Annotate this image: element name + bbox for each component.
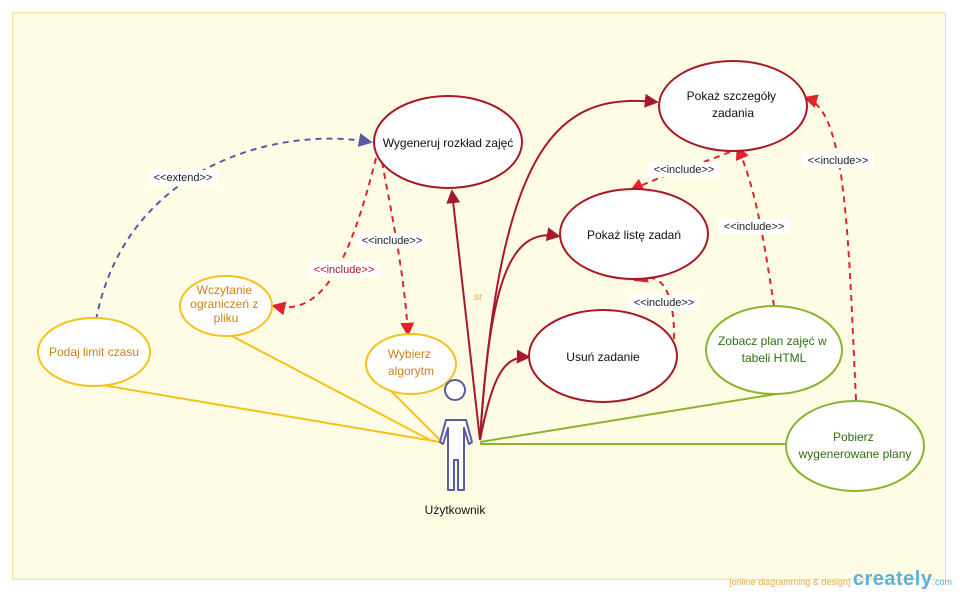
assoc-view-html-plan	[479, 393, 777, 443]
footer-branding: [online diagramming & design] creately.c…	[729, 568, 952, 591]
usecase-load-constraints[interactable]: Wczytanie ograniczeń z pliku	[179, 275, 273, 337]
associations	[95, 93, 790, 445]
usecase-show-task-list[interactable]: Pokaż listę zadań	[559, 188, 709, 280]
svg-text:<<include>>: <<include>>	[654, 164, 715, 176]
usecase-view-html-plan[interactable]: Zobacz plan zajęć w tabeli HTML	[705, 305, 843, 395]
svg-text:Usuń zadanie: Usuń zadanie	[566, 350, 640, 364]
footer-brand: creately	[852, 568, 933, 590]
include-label-load-constraints: <<include>>	[308, 262, 380, 277]
svg-text:<<include>>: <<include>>	[724, 221, 785, 233]
actor-body	[439, 419, 473, 491]
footer-tld: .com	[932, 577, 952, 587]
extend-label: <<extend>>	[148, 170, 218, 185]
include-arrow-load-constraints	[271, 157, 377, 316]
actor-name: Użytkownik	[425, 503, 487, 517]
svg-text:Pobierz wygenerowane p: Pobierz wygenerowane plany	[798, 430, 912, 461]
include-label-choose-algorithm: <<include>>	[356, 233, 428, 248]
actor-head	[444, 379, 466, 401]
include-arrow-download-to-details	[803, 94, 857, 401]
svg-text:Zobacz plan zajęć w ta: Zobacz plan zajęć w tabeli HTML	[718, 334, 830, 365]
assoc-load-constraints	[227, 333, 431, 441]
usecase-generate-schedule[interactable]: Wygeneruj rozkład zajęć	[373, 95, 523, 189]
assoc-delete-task	[479, 349, 531, 441]
svg-text:Pokaż szczegóły zadani: Pokaż szczegóły zadania	[687, 89, 780, 120]
svg-text:Wygeneruj rozkład zajęć: Wygeneruj rozkład zajęć	[383, 136, 514, 150]
include-label-html-to-details: <<include>>	[718, 219, 790, 234]
relation-labels: <<extend>> <<include>> <<include>> <<inc…	[148, 153, 874, 310]
svg-text:<<include>>: <<include>>	[314, 264, 375, 276]
stray-label: sr	[474, 292, 483, 303]
svg-text:Wybierz algorytm: Wybierz algorytm	[388, 347, 435, 378]
svg-text:<<include>>: <<include>>	[362, 235, 423, 247]
usecase-show-task-details[interactable]: Pokaż szczegóły zadania	[658, 60, 808, 152]
include-arrow-html-to-details	[735, 145, 775, 307]
footer-tagline: [online diagramming & design]	[729, 577, 851, 587]
assoc-generate-schedule	[446, 189, 481, 441]
include-arrow-choose-algorithm	[381, 161, 415, 337]
assoc-show-task-list	[479, 227, 561, 441]
use-cases: Wygeneruj rozkład zajęć Pokaż szczegóły …	[37, 60, 925, 492]
assoc-set-time-limit	[95, 383, 441, 443]
include-label-download-to-details: <<include>>	[802, 153, 874, 168]
include-label-delete-to-list: <<include>>	[628, 295, 700, 310]
usecase-set-time-limit[interactable]: Podaj limit czasu	[37, 317, 151, 387]
extend-arrow	[95, 133, 373, 321]
svg-text:Pokaż listę zadań: Pokaż listę zadań	[587, 228, 681, 242]
usecase-download-plans[interactable]: Pobierz wygenerowane plany	[785, 400, 925, 492]
svg-text:Podaj limit czasu: Podaj limit czasu	[49, 345, 139, 359]
include-label-list-to-details: <<include>>	[648, 162, 720, 177]
svg-text:<<include>>: <<include>>	[634, 297, 695, 309]
svg-text:<<extend>>: <<extend>>	[154, 172, 213, 184]
usecase-delete-task[interactable]: Usuń zadanie	[528, 309, 678, 403]
actor-figure[interactable]: Użytkownik	[425, 379, 487, 517]
svg-text:<<include>>: <<include>>	[808, 155, 869, 167]
usecase-choose-algorithm[interactable]: Wybierz algorytm	[365, 333, 457, 395]
svg-text:Wczytanie ograniczeń z: Wczytanie ograniczeń z pliku	[190, 283, 261, 325]
